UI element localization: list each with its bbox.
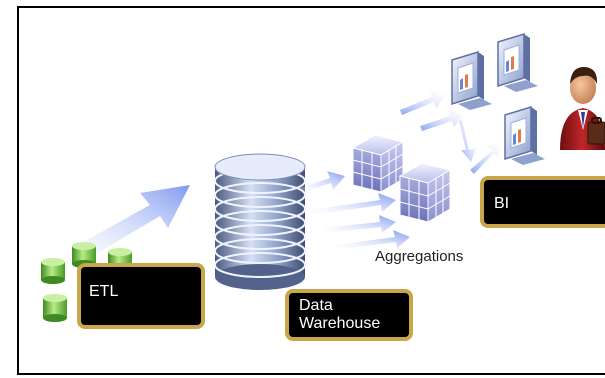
bi-label: BI <box>494 195 510 212</box>
etl-label: ETL <box>89 283 119 300</box>
database-icon <box>214 153 306 290</box>
monitor-icon <box>497 32 538 92</box>
data-warehouse-label-line2: Warehouse <box>299 315 381 332</box>
aggregations-label: Aggregations <box>375 248 464 265</box>
bi-arrows <box>400 90 502 174</box>
business-user-icon <box>560 66 605 150</box>
data-warehouse-label-line1: Data <box>299 297 333 314</box>
frame-border <box>17 6 605 375</box>
data-warehouse-label-box: Data Warehouse <box>285 289 413 341</box>
monitor-icon <box>504 105 545 165</box>
source-cylinder-icon <box>43 294 67 322</box>
source-cylinder-icon <box>41 258 65 284</box>
aggregation-arrows <box>300 171 410 250</box>
bi-label-box: BI <box>480 176 605 228</box>
cube-icon <box>351 134 405 193</box>
monitor-icon <box>451 50 492 110</box>
cube-icon <box>398 162 452 223</box>
etl-label-box: ETL <box>77 263 205 329</box>
